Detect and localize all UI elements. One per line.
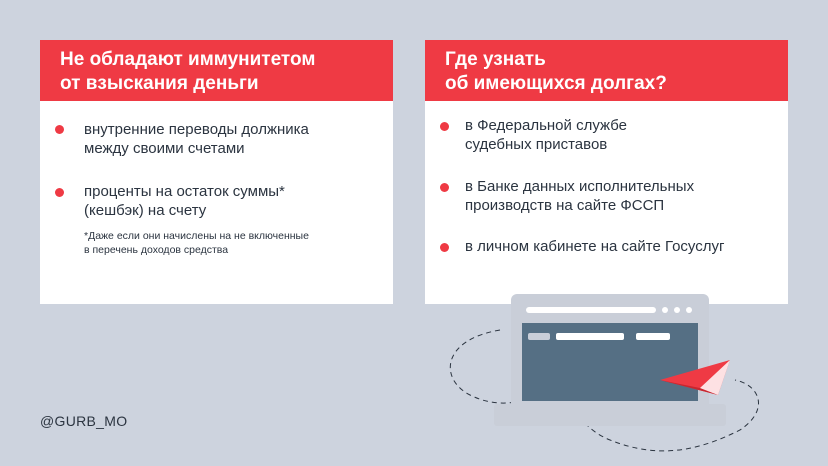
title-line: об имеющихся долгах? bbox=[445, 73, 667, 94]
bullet-dot-icon bbox=[440, 243, 449, 252]
list-item-line: (кешбэк) на счету bbox=[84, 202, 207, 219]
title-line: Где узнать bbox=[445, 49, 546, 70]
list-item-line: между своими счетами bbox=[84, 140, 245, 157]
footnote: *Даже если они начислены на не включенны… bbox=[84, 229, 309, 257]
title-line: Не обладают иммунитетом bbox=[60, 49, 316, 70]
debt-info-card: Где узнать об имеющихся долгах? в Федера… bbox=[425, 40, 788, 304]
list-item-line: судебных приставов bbox=[465, 136, 608, 153]
footnote-line: в перечень доходов средства bbox=[84, 244, 229, 256]
paper-plane-icon bbox=[660, 360, 730, 395]
bullet-dot-icon bbox=[55, 125, 64, 134]
window-dot-icon bbox=[674, 307, 680, 313]
address-bar bbox=[526, 307, 656, 313]
immunity-card-title: Не обладают иммунитетом от взыскания ден… bbox=[40, 40, 393, 101]
list-item-line: в Банке данных исполнительных bbox=[465, 178, 695, 195]
bullet-dot-icon bbox=[440, 183, 449, 192]
window-dot-icon bbox=[662, 307, 668, 313]
window-dot-icon bbox=[686, 307, 692, 313]
debt-info-card-title: Где узнать об имеющихся долгах? bbox=[425, 40, 788, 101]
list-item: в Федеральной службе судебных приставов bbox=[465, 116, 627, 154]
list-item-line: в личном кабинете на сайте Госуслуг bbox=[465, 238, 725, 255]
screen-block bbox=[636, 333, 670, 340]
list-item-line: внутренние переводы должника bbox=[84, 121, 309, 138]
bullet-dot-icon bbox=[55, 188, 64, 197]
list-item: в личном кабинете на сайте Госуслуг bbox=[465, 237, 724, 256]
list-item: в Банке данных исполнительных производст… bbox=[465, 177, 694, 215]
title-line: от взыскания деньги bbox=[60, 73, 259, 94]
bullet-dot-icon bbox=[440, 122, 449, 131]
screen-block bbox=[528, 333, 550, 340]
list-item: внутренние переводы должника между своим… bbox=[84, 120, 309, 158]
immunity-card: Не обладают иммунитетом от взыскания ден… bbox=[40, 40, 393, 304]
list-item: проценты на остаток суммы* (кешбэк) на с… bbox=[84, 182, 285, 220]
screen-block bbox=[556, 333, 624, 340]
list-item-line: производств на сайте ФССП bbox=[465, 197, 665, 214]
list-item-line: проценты на остаток суммы* bbox=[84, 183, 285, 200]
list-item-line: в Федеральной службе bbox=[465, 117, 627, 134]
footnote-line: *Даже если они начислены на не включенны… bbox=[84, 230, 309, 242]
social-handle: @GURB_MO bbox=[40, 413, 128, 429]
